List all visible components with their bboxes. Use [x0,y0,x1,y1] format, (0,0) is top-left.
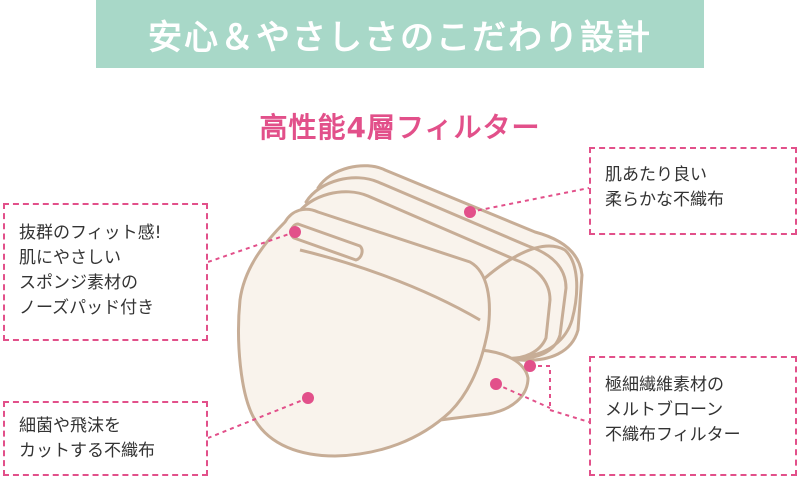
callout-line: 細菌や飛沫を [19,416,121,436]
header-banner: 安心＆やさしさのこだわり設計 [96,0,704,68]
leader-line-filter [530,365,590,423]
callout-line: カットする不織布 [19,441,155,461]
callout-soft-fabric: 肌あたり良い 柔らかな不織布 [589,147,797,235]
callout-line: ノーズパッド付き [19,298,155,318]
callout-line: スポンジ素材の [19,273,138,293]
leader-line-fabric [469,187,590,213]
marker-dot-filter-a [524,360,536,372]
callout-droplet-filter: 細菌や飛沫を カットする不織布 [3,401,208,476]
leader-line-filter-2 [495,383,551,409]
mask-fold-line [299,248,481,322]
mask-ear-loop [468,244,579,358]
callout-line: 抜群のフィット感! [19,223,162,243]
marker-dot-fabric [464,206,476,218]
mask-front-body [237,207,491,458]
banner-title: 安心＆やさしさのこだわり設計 [148,17,652,58]
callout-meltblown-filter: 極細繊維素材の メルトブローン 不織布フィルター [589,356,797,476]
marker-dot-filter-b [490,378,502,390]
callout-line: 柔らかな不織布 [605,190,724,210]
callout-sponge-nose-pad: 抜群のフィット感! 肌にやさしい スポンジ素材の ノーズパッド付き [3,203,208,341]
marker-dot-droplet [302,392,314,404]
callout-line: 極細繊維素材の [605,375,724,395]
callout-line: 不織布フィルター [605,425,741,445]
leader-line-droplet [207,397,309,439]
callout-line: 肌にやさしい [19,248,121,268]
callout-line: 肌あたり良い [605,165,707,185]
section-subtitle: 高性能4層フィルター [259,111,541,144]
callout-line: メルトブローン [605,400,724,420]
marker-dot-sponge [289,226,301,238]
mask-lower-layer [438,348,530,422]
